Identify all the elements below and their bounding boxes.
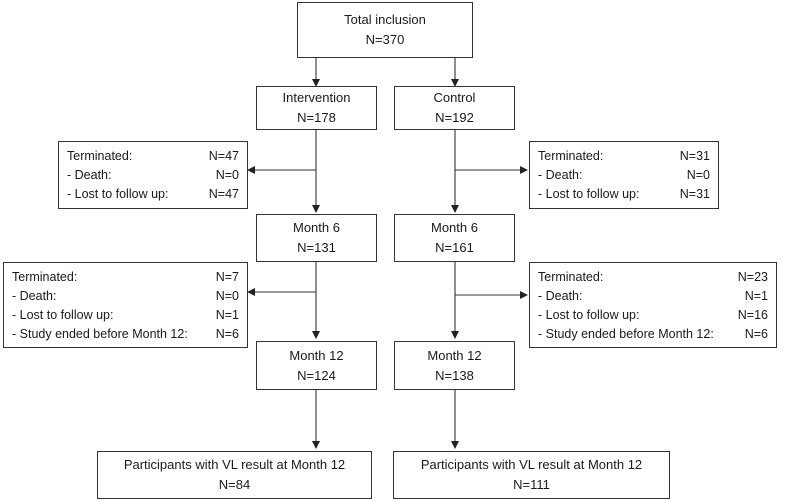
study-ended-row: - Study ended before Month 12: N=6 <box>538 327 768 341</box>
termination-row: Terminated: N=7 <box>12 270 239 284</box>
month12-count: N=124 <box>297 367 336 383</box>
vl-count: N=111 <box>513 477 550 492</box>
death-row: - Death: N=0 <box>538 168 710 182</box>
month12-title: Month 12 <box>289 347 344 363</box>
vl-title: Participants with VL result at Month 12 <box>123 457 346 472</box>
intervention-title: Intervention <box>282 90 351 105</box>
intervention-month12-box: Month 12 N=124 <box>256 341 377 390</box>
intervention-arm-box: Intervention N=178 <box>256 86 377 130</box>
intervention-terminated-box-1: Terminated: N=47 - Death: N=0 - Lost to … <box>58 141 248 209</box>
lost-to-follow-up-row: - Lost to follow up: N=31 <box>538 187 710 201</box>
control-vl-result-box: Participants with VL result at Month 12 … <box>393 451 670 499</box>
total-title: Total inclusion <box>344 12 426 27</box>
death-row: - Death: N=0 <box>12 289 239 303</box>
control-month12-box: Month 12 N=138 <box>394 341 515 390</box>
vl-count: N=84 <box>218 477 251 492</box>
vl-title: Participants with VL result at Month 12 <box>420 457 643 472</box>
termination-row: Terminated: N=47 <box>67 149 239 163</box>
lost-to-follow-up-row: - Lost to follow up: N=47 <box>67 187 239 201</box>
control-terminated-box-2: Terminated: N=23 - Death: N=1 - Lost to … <box>529 262 777 348</box>
month6-count: N=131 <box>297 240 336 255</box>
termination-row: Terminated: N=23 <box>538 270 768 284</box>
month6-title: Month 6 <box>431 220 478 235</box>
intervention-vl-result-box: Participants with VL result at Month 12 … <box>97 451 372 499</box>
control-arm-box: Control N=192 <box>394 86 515 130</box>
control-title: Control <box>433 90 476 105</box>
total-count: N=370 <box>365 32 405 47</box>
month12-title: Month 12 <box>427 347 482 363</box>
death-row: - Death: N=1 <box>538 289 768 303</box>
lost-to-follow-up-row: - Lost to follow up: N=16 <box>538 308 768 322</box>
death-row: - Death: N=0 <box>67 168 239 182</box>
control-month6-box: Month 6 N=161 <box>394 214 515 262</box>
intervention-month6-box: Month 6 N=131 <box>256 214 377 262</box>
intervention-count: N=178 <box>297 110 336 125</box>
control-count: N=192 <box>435 110 474 125</box>
total-inclusion-box: Total inclusion N=370 <box>297 2 473 58</box>
study-ended-row: - Study ended before Month 12: N=6 <box>12 327 239 341</box>
control-terminated-box-1: Terminated: N=31 - Death: N=0 - Lost to … <box>529 141 719 209</box>
month6-title: Month 6 <box>293 220 340 235</box>
month6-count: N=161 <box>435 240 474 255</box>
month12-count: N=138 <box>435 367 474 383</box>
lost-to-follow-up-row: - Lost to follow up: N=1 <box>12 308 239 322</box>
termination-row: Terminated: N=31 <box>538 149 710 163</box>
intervention-terminated-box-2: Terminated: N=7 - Death: N=0 - Lost to f… <box>3 262 248 348</box>
